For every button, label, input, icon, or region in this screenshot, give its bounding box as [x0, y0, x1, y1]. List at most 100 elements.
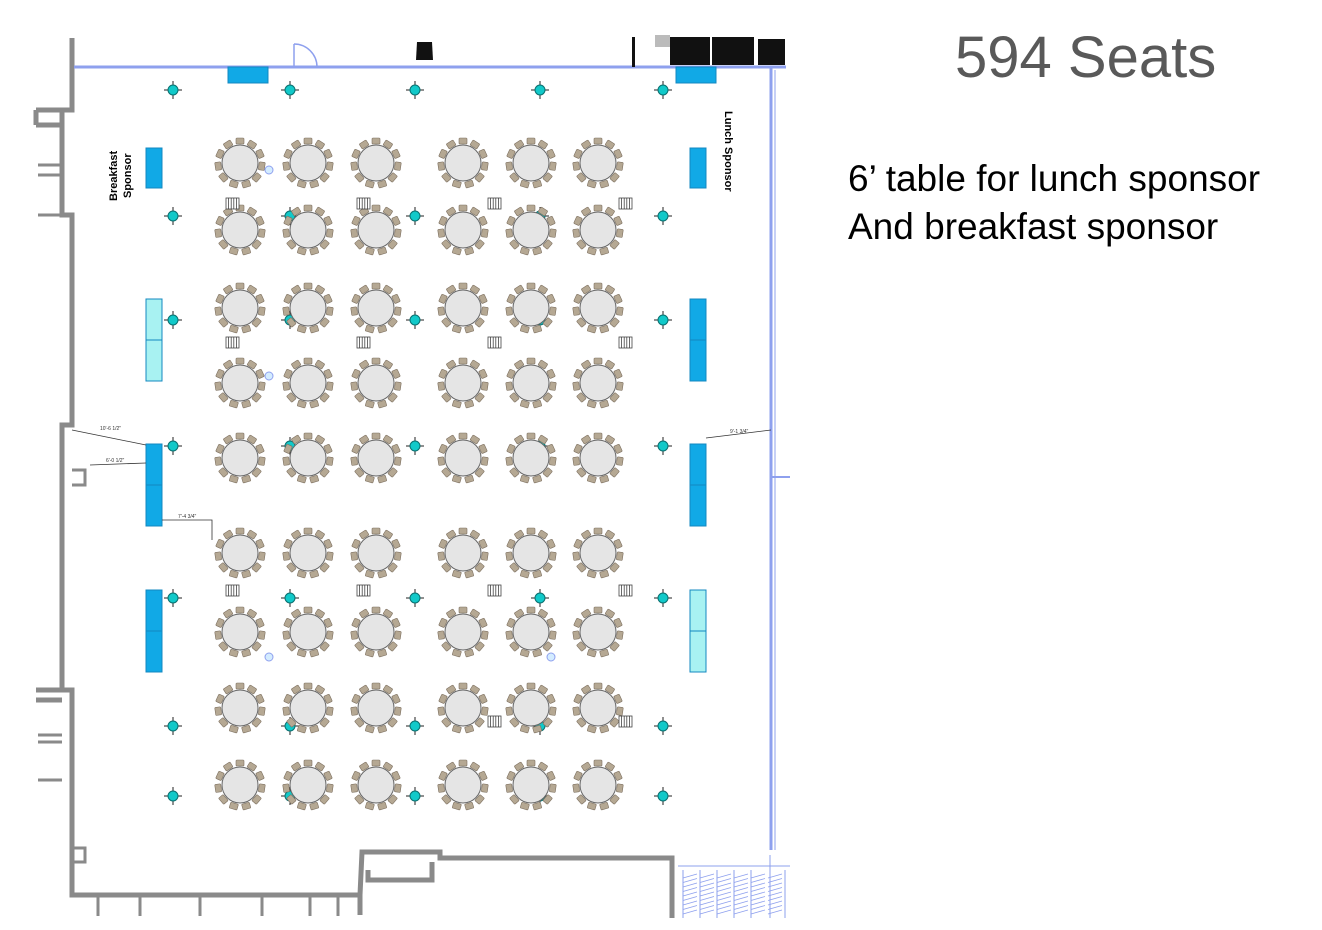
- chair: [291, 359, 302, 370]
- chair: [526, 527, 536, 535]
- chair: [505, 161, 513, 171]
- chair: [303, 357, 313, 365]
- chair: [291, 284, 302, 295]
- round-table: [437, 137, 489, 189]
- chair: [351, 539, 361, 549]
- chair: [215, 539, 225, 549]
- chair: [599, 725, 609, 734]
- table-top: [289, 211, 327, 249]
- round-table: [572, 137, 624, 189]
- marker-dot: [657, 84, 669, 96]
- chair: [572, 551, 580, 561]
- chair: [214, 381, 222, 391]
- stair-tread: [682, 896, 698, 901]
- chair: [297, 400, 307, 409]
- high-chair-stack: [356, 336, 371, 349]
- chair: [514, 139, 525, 150]
- chair: [314, 608, 325, 619]
- chair: [223, 359, 234, 370]
- chair: [458, 282, 468, 290]
- chair: [505, 551, 513, 561]
- chair: [526, 432, 536, 440]
- chair: [520, 475, 530, 484]
- stack-box: [618, 715, 633, 728]
- chair: [382, 284, 393, 295]
- chair: [371, 682, 381, 690]
- breakfast-sponsor-table: [145, 147, 163, 189]
- chair: [572, 228, 580, 238]
- chair: [391, 294, 401, 304]
- chair: [474, 317, 485, 328]
- table-top: [357, 364, 395, 402]
- chair: [526, 759, 536, 767]
- chair: [532, 570, 542, 579]
- chair: [214, 706, 222, 716]
- chair: [505, 381, 513, 391]
- column-marker: [281, 589, 299, 607]
- marker-dot: [409, 790, 421, 802]
- chair: [309, 649, 319, 658]
- table-top: [444, 766, 482, 804]
- chair: [587, 475, 597, 484]
- chair: [286, 794, 297, 805]
- stair-tread: [733, 900, 749, 906]
- chair: [351, 369, 361, 379]
- chair: [255, 369, 265, 379]
- chair: [391, 369, 401, 379]
- chair: [323, 618, 333, 628]
- chair: [387, 717, 398, 728]
- chair: [542, 172, 553, 183]
- chair: [481, 630, 489, 640]
- chair: [214, 551, 222, 561]
- column-marker: [654, 81, 672, 99]
- chair: [354, 641, 365, 652]
- chair: [371, 357, 381, 365]
- chair: [520, 802, 530, 811]
- stair-tread: [767, 887, 783, 892]
- round-table: [505, 759, 557, 811]
- round-table: [437, 282, 489, 334]
- chair: [546, 216, 556, 226]
- chair: [309, 725, 319, 734]
- dimension-lines: [71, 429, 772, 540]
- chair: [537, 206, 548, 217]
- chair: [323, 216, 333, 226]
- column-marker: [654, 207, 672, 225]
- chair: [438, 369, 448, 379]
- column-marker: [164, 787, 182, 805]
- chair: [542, 392, 553, 403]
- chair: [350, 783, 358, 793]
- chair: [438, 149, 448, 159]
- chair: [537, 529, 548, 540]
- stair-tread: [699, 909, 715, 915]
- chair: [506, 539, 516, 549]
- chair: [241, 802, 251, 811]
- stair-tread: [767, 900, 783, 906]
- chair: [593, 606, 603, 614]
- chair: [351, 444, 361, 454]
- table-top: [357, 439, 395, 477]
- chair: [241, 400, 251, 409]
- chair: [458, 682, 468, 690]
- chair: [474, 717, 485, 728]
- dimension-label-2: 6'-0 1/2": [106, 458, 125, 464]
- chair: [478, 294, 488, 304]
- table-top: [512, 144, 550, 182]
- chair: [291, 761, 302, 772]
- chair: [286, 172, 297, 183]
- chair: [514, 529, 525, 540]
- chair: [604, 206, 615, 217]
- chair: [394, 306, 402, 316]
- chair: [377, 325, 387, 334]
- chair: [549, 306, 557, 316]
- equipment-black-1: [670, 37, 710, 65]
- chair: [235, 282, 245, 290]
- chair: [609, 467, 620, 478]
- chair: [609, 562, 620, 573]
- stair-tread: [682, 900, 698, 906]
- stair-tread: [733, 878, 749, 883]
- round-table: [572, 606, 624, 658]
- chair: [229, 325, 239, 334]
- chair: [359, 608, 370, 619]
- chair: [258, 706, 266, 716]
